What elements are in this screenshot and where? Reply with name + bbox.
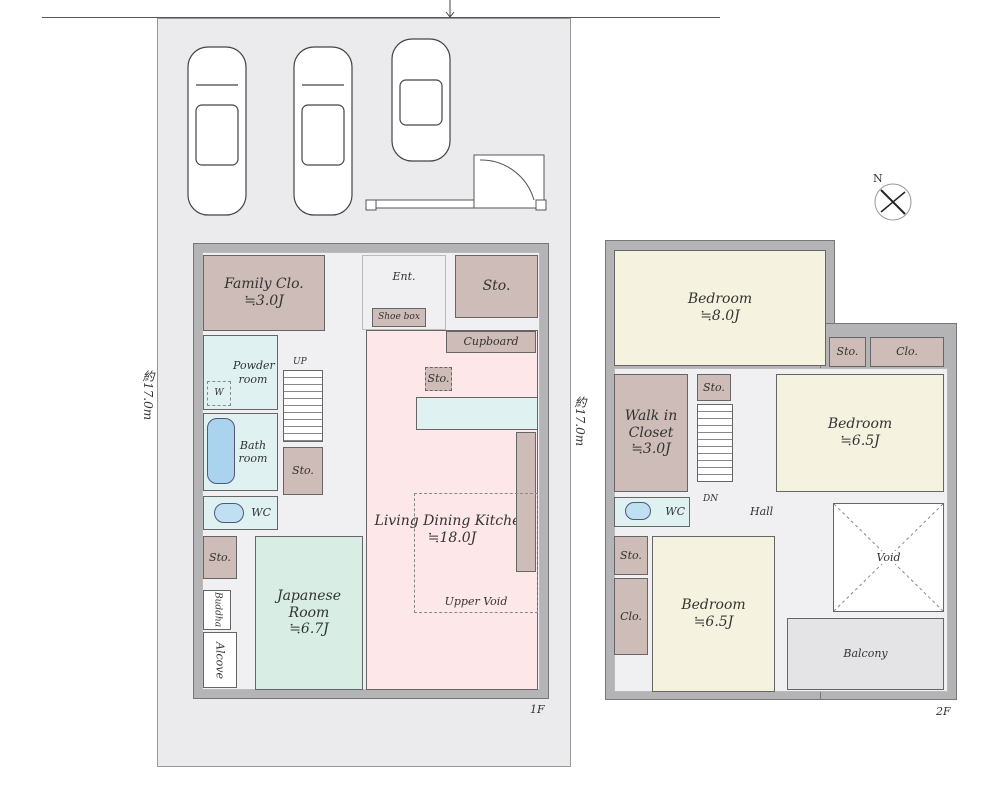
room-area: ≒6.7J — [289, 621, 329, 638]
storage-top: Sto. — [829, 337, 866, 367]
void-area: Void — [833, 503, 944, 612]
room-japanese: Japanese Room≒6.7J — [255, 536, 363, 690]
bathtub-icon — [207, 418, 235, 484]
room-area: ≒3.0J — [244, 293, 284, 309]
shoe-box: Shoe box — [372, 308, 426, 327]
tall-cabinet — [516, 432, 536, 572]
toilet-icon — [214, 503, 244, 523]
room-name: Void — [876, 550, 901, 565]
closet-top: Clo. — [870, 337, 944, 367]
room-name: Bedroom — [681, 597, 746, 614]
room-area: ≒3.0J — [631, 441, 671, 458]
room-name: Walk in Closet — [624, 407, 678, 441]
compass-icon — [874, 183, 912, 221]
road-line — [42, 17, 720, 18]
stairs-1f — [283, 370, 323, 442]
hall-label: Hall — [750, 505, 774, 518]
room-area: ≒6.5J — [693, 614, 734, 630]
closet-left: Clo. — [614, 578, 648, 655]
compass-north-label: N — [873, 172, 883, 185]
void-cross-lines — [834, 504, 943, 611]
room-name: Upper Void — [444, 594, 508, 608]
room-ldk: Living Dining Kitchen≒18.0J — [366, 330, 538, 690]
storage-left: Sto. — [614, 536, 648, 575]
room-area: ≒8.0J — [700, 308, 740, 324]
car-icon — [391, 38, 451, 162]
room-name: Japanese Room — [276, 587, 342, 621]
balcony: Balcony — [787, 618, 944, 690]
room-area: ≒6.5J — [840, 433, 880, 449]
toilet-icon — [625, 502, 651, 520]
room-name: Powder room — [233, 359, 275, 386]
kitchen-counter — [416, 397, 538, 430]
buddha-altar: Buddha — [203, 590, 231, 630]
room-name: Ent. — [392, 270, 416, 283]
cupboard: Cupboard — [446, 331, 536, 353]
upper-void-area: Upper Void — [414, 493, 538, 613]
stairs-up-label: UP — [293, 357, 307, 367]
kitchen-storage: Sto. — [425, 367, 452, 391]
room-bedroom-bottom: Bedroom≒6.5J — [652, 536, 775, 692]
entrance-porch — [365, 154, 547, 211]
car-icon — [293, 46, 353, 216]
room-name: Bedroom — [827, 416, 893, 433]
parking-cars — [187, 38, 451, 216]
room-family-closet: Family Clo.≒3.0J — [203, 255, 325, 331]
stairs-down-label: DN — [703, 494, 719, 504]
room-name: Bedroom — [687, 291, 753, 308]
room-name: Family Clo. — [224, 276, 304, 293]
room-name: Living Dining Kitchen — [374, 513, 530, 530]
arrow-down-icon — [445, 0, 455, 18]
stairs-2f — [697, 404, 733, 482]
room-stairs-storage: Sto. — [283, 447, 323, 495]
dimension-right: 約17.0m — [573, 396, 587, 447]
room-bedroom-right: Bedroom≒6.5J — [776, 374, 944, 492]
washer-space: W — [207, 381, 231, 406]
room-bedroom-main: Bedroom≒8.0J — [614, 250, 826, 366]
japanese-storage: Sto. — [203, 536, 237, 579]
room-name: Bath room — [238, 438, 268, 465]
floor1-label: 1F — [530, 703, 545, 716]
room-powder: Powder room — [203, 335, 278, 410]
room-walkin-closet: Walk in Closet≒3.0J — [614, 374, 688, 492]
floor2-label: 2F — [936, 705, 951, 718]
room-area: ≒18.0J — [427, 530, 477, 546]
stairs-storage-2f: Sto. — [697, 374, 731, 401]
room-storage: Sto. — [455, 255, 538, 318]
room-name: WC — [251, 506, 271, 520]
car-icon — [187, 46, 247, 216]
room-name: WC — [665, 505, 685, 519]
dimension-left: 約17.0m — [141, 370, 155, 421]
alcove: Alcove — [203, 632, 237, 688]
